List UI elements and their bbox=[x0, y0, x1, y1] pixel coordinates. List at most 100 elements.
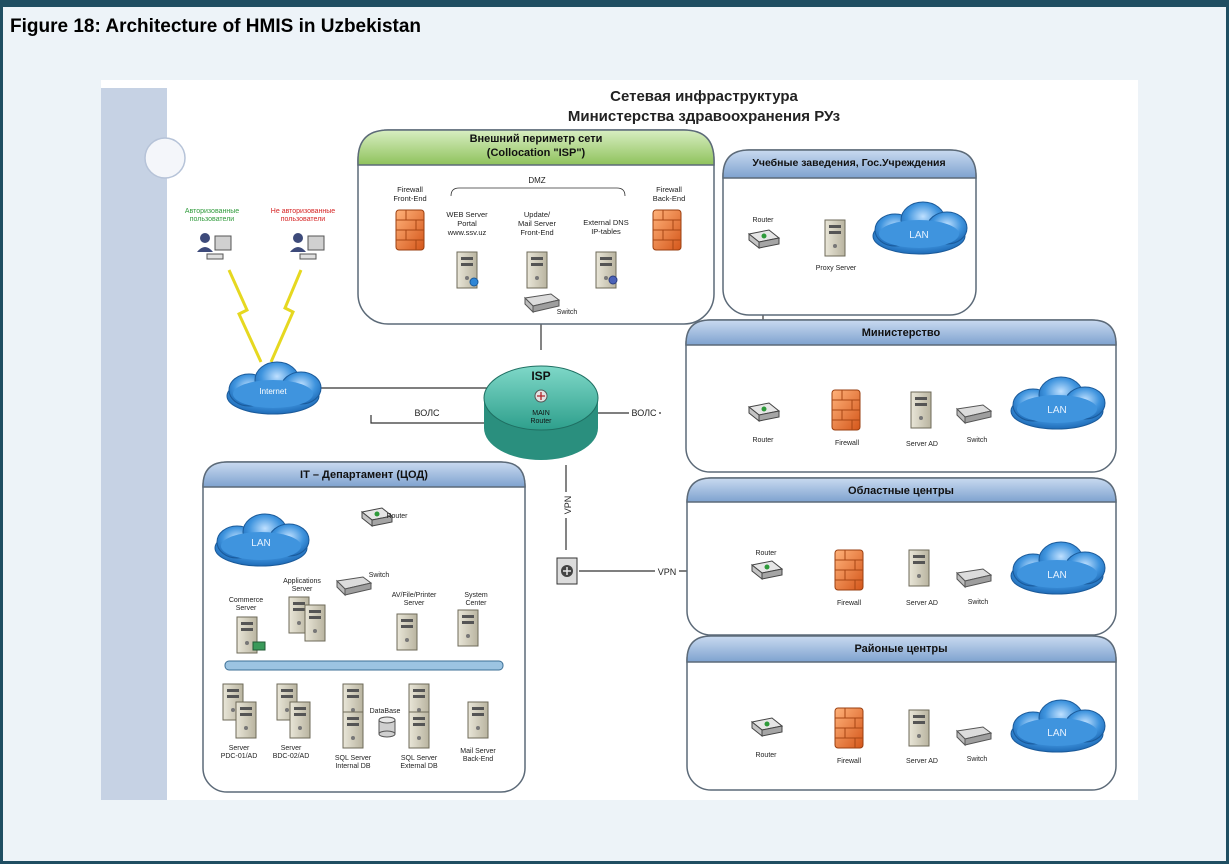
regional-section: Областные центры Router Firewall Server … bbox=[686, 477, 1117, 636]
network-diagram: Сетевая инфраструктура Министерства здра… bbox=[101, 88, 1117, 800]
regional-router-label: Router bbox=[755, 550, 777, 557]
regional-switch-label: Switch bbox=[968, 599, 989, 606]
isp-node: ISP MAIN Router bbox=[483, 365, 599, 460]
edu-lan-label: LAN bbox=[909, 230, 928, 241]
diagram-canvas: Сетевая инфраструктура Министерства здра… bbox=[101, 80, 1138, 800]
ministry-router-label: Router bbox=[752, 437, 774, 444]
authorized-users-l2: пользователи bbox=[190, 216, 235, 223]
ministry-switch-label: Switch bbox=[967, 437, 988, 444]
database-icon bbox=[378, 716, 396, 738]
vols-left-label: ВОЛС bbox=[414, 408, 440, 418]
apps-l2: Server bbox=[292, 586, 313, 593]
lightning-icon-2 bbox=[269, 269, 303, 363]
district-switch-label: Switch bbox=[967, 756, 988, 763]
fw-front-icon bbox=[395, 209, 425, 251]
web-l2: Portal bbox=[457, 219, 477, 228]
decorative-circle bbox=[144, 137, 186, 179]
regional-firewall-label: Firewall bbox=[837, 600, 862, 607]
it-title: IT – Департамент (ЦОД) bbox=[300, 469, 428, 481]
fw-front-l1: Firewall bbox=[397, 185, 423, 194]
regional-title: Областные центры bbox=[848, 485, 954, 497]
ministry-lan-label: LAN bbox=[1047, 405, 1066, 416]
regional-firewall-icon bbox=[834, 549, 864, 591]
authorized-users-l1: Авторизованные bbox=[185, 208, 239, 215]
fw-front-l2: Front-End bbox=[393, 194, 426, 203]
perimeter-switch-label: Switch bbox=[557, 309, 578, 316]
av-server-icon bbox=[396, 613, 418, 651]
district-firewall-icon bbox=[834, 707, 864, 749]
pdc-server-icon-2 bbox=[235, 701, 257, 739]
unauthorized-user-icon bbox=[290, 233, 325, 260]
database-label: DataBase bbox=[370, 708, 401, 715]
sql-internal-icon-2 bbox=[342, 711, 364, 749]
sqli-l2: Internal DB bbox=[335, 763, 370, 770]
it-router-label: Router bbox=[386, 513, 408, 520]
ministry-server-label: Server AD bbox=[906, 441, 938, 448]
mail-front-l2: Mail Server bbox=[518, 219, 556, 228]
mail-front-l1: Update/ bbox=[524, 210, 551, 219]
apps-l1: Applications bbox=[283, 578, 321, 585]
fw-back-l2: Back-End bbox=[653, 194, 686, 203]
proxy-server-icon bbox=[824, 219, 846, 257]
dns-l2: IP-tables bbox=[591, 227, 621, 236]
users-group: Авторизованные пользователи Не авторизов… bbox=[185, 208, 335, 363]
edu-router-label: Router bbox=[752, 217, 774, 224]
sqli-l1: SQL Server bbox=[335, 755, 372, 762]
bdc-l2: BDC-02/AD bbox=[273, 753, 310, 760]
unauthorized-users-l1: Не авторизованные bbox=[271, 208, 335, 215]
sql-external-icon-2 bbox=[408, 711, 430, 749]
perimeter-title-l1: Внешний периметр сети bbox=[470, 133, 603, 145]
ministry-server-icon bbox=[910, 391, 932, 429]
it-backbone-bus bbox=[224, 660, 504, 671]
regional-server-icon bbox=[908, 549, 930, 587]
sc-server-icon bbox=[457, 609, 479, 647]
vols-right-label: ВОЛС bbox=[631, 408, 657, 418]
mail-back-server-icon bbox=[467, 701, 489, 739]
mail-back-l1: Mail Server bbox=[460, 748, 496, 755]
it-switch-label: Switch bbox=[369, 572, 390, 579]
sqle-l1: SQL Server bbox=[401, 755, 438, 762]
edu-title: Учебные заведения, Гос.Учреждения bbox=[752, 157, 945, 169]
vpn-vertical-label: VPN bbox=[563, 496, 573, 515]
ministry-firewall-icon bbox=[831, 389, 861, 431]
internet-label: Internet bbox=[259, 387, 287, 396]
pdc-l1: Server bbox=[229, 745, 250, 752]
vpn-gateway-icon bbox=[556, 557, 578, 585]
unauthorized-users-l2: пользователи bbox=[281, 216, 326, 223]
dmz-label: DMZ bbox=[528, 176, 545, 185]
isp-router-l1: MAIN bbox=[532, 410, 550, 417]
fw-back-icon bbox=[652, 209, 682, 251]
diagram-title-line1: Сетевая инфраструктура bbox=[610, 88, 798, 105]
fw-back-l1: Firewall bbox=[656, 185, 682, 194]
mail-front-l3: Front-End bbox=[520, 228, 553, 237]
district-lan-label: LAN bbox=[1047, 728, 1066, 739]
proxy-label: Proxy Server bbox=[816, 265, 857, 272]
district-server-icon bbox=[908, 709, 930, 747]
edu-section: Учебные заведения, Гос.Учреждения Router… bbox=[722, 149, 977, 316]
district-router-label: Router bbox=[755, 752, 777, 759]
commerce-l2: Server bbox=[236, 605, 257, 612]
sc-l1: System bbox=[464, 592, 488, 599]
bdc-server-icon-2 bbox=[289, 701, 311, 739]
ministry-section: Министерство Router Firewall Server AD S… bbox=[685, 319, 1117, 473]
perimeter-section: Внешний периметр сети (Collocation "ISP"… bbox=[357, 129, 715, 325]
vpn-horizontal-label: VPN bbox=[658, 567, 677, 577]
decorative-band bbox=[101, 88, 167, 800]
district-title: Районые центры bbox=[854, 643, 947, 655]
pdc-l2: PDC-01/AD bbox=[221, 753, 258, 760]
av-l2: Server bbox=[404, 600, 425, 607]
figure-caption: Figure 18: Architecture of HMIS in Uzbek… bbox=[10, 16, 422, 37]
av-l1: AV/File/Printer bbox=[392, 592, 437, 599]
authorized-user-icon bbox=[197, 233, 232, 260]
isp-router-l2: Router bbox=[530, 418, 552, 425]
district-firewall-label: Firewall bbox=[837, 758, 862, 765]
district-server-label: Server AD bbox=[906, 758, 938, 765]
bdc-l1: Server bbox=[281, 745, 302, 752]
apps-server-icon-2 bbox=[304, 604, 326, 642]
web-l3: www.ssv.uz bbox=[447, 228, 487, 237]
mail-back-l2: Back-End bbox=[463, 756, 493, 763]
ministry-firewall-label: Firewall bbox=[835, 440, 860, 447]
mail-front-server-icon bbox=[526, 251, 548, 289]
diagram-title-line2: Министерства здравоохранения РУз bbox=[568, 108, 840, 125]
web-l1: WEB Server bbox=[446, 210, 488, 219]
